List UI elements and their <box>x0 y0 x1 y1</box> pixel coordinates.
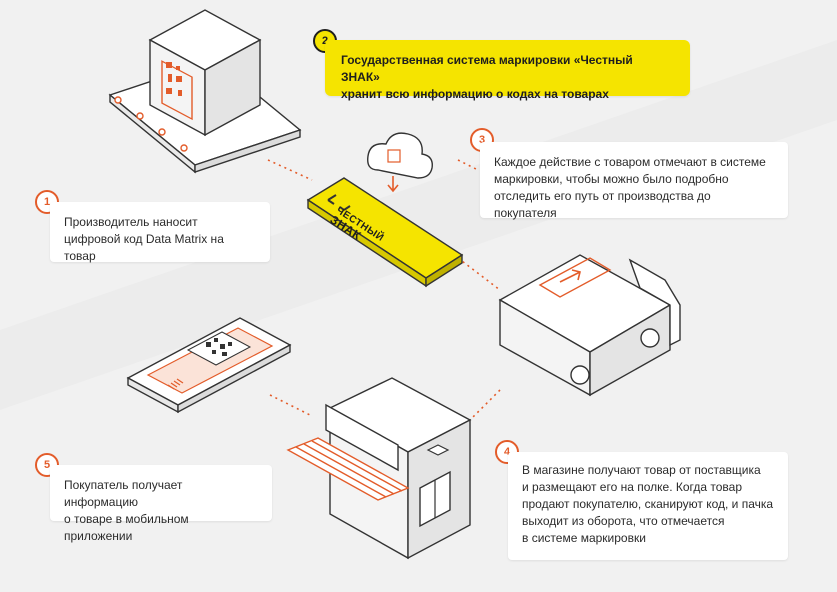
step-5-line-1: Покупатель получает информацию <box>64 478 183 509</box>
step-1-line-1: Производитель наносит <box>64 215 198 229</box>
step-4-line-5: в системе маркировки <box>522 531 646 545</box>
connector-lines <box>267 159 501 436</box>
connector-cloud-3 <box>457 159 479 171</box>
step-3-line-2: маркировки, чтобы можно было подробно <box>494 172 729 186</box>
step-1-card: Производитель наносит цифровой код Data … <box>50 202 270 263</box>
step-4-line-2: и размещают его на полке. Когда товар <box>522 480 742 494</box>
box-icon <box>148 9 262 137</box>
shop-icon <box>286 377 472 560</box>
step-4-line-3: продают покупателю, сканируют код, и пач… <box>522 497 774 511</box>
connector-1-2 <box>267 159 313 181</box>
step-1-line-2: цифровой код Data Matrix на товар <box>64 232 224 263</box>
logo-mark-icon <box>327 194 351 211</box>
connector-4-5 <box>269 394 311 416</box>
cloud-icon <box>367 132 433 193</box>
step-2-line-1: Государственная система маркировки «Чест… <box>341 53 633 84</box>
chestny-znak-sign <box>306 177 464 288</box>
step-4-card: В магазине получают товар от поставщика … <box>508 452 788 560</box>
step-3-line-1: Каждое действие с товаром отмечают в сис… <box>494 155 766 169</box>
background-band <box>0 40 837 410</box>
step-2-line-2: хранит всю информацию о кодах на товарах <box>341 87 609 101</box>
step-5-line-2: о товаре в мобильном приложении <box>64 512 189 543</box>
qr-code-icon <box>186 331 252 366</box>
step-4-line-1: В магазине получают товар от поставщика <box>522 463 761 477</box>
step-5-card: Покупатель получает информацию о товаре … <box>50 465 272 543</box>
step-4-line-4: выходит из оборота, что отмечается <box>522 514 725 528</box>
truck-icon <box>498 254 681 397</box>
qr-code-icon <box>166 62 182 96</box>
step-2-card: Государственная система маркировки «Чест… <box>325 40 690 101</box>
barcode-icon <box>167 378 184 390</box>
step-3-line-3: отследить его путь от производства до по… <box>494 189 711 220</box>
step-3-card: Каждое действие с товаром отмечают в сис… <box>480 142 788 220</box>
smartphone-icon <box>126 317 292 414</box>
connector-3-4 <box>454 389 501 436</box>
connector-2-3 <box>457 257 501 291</box>
